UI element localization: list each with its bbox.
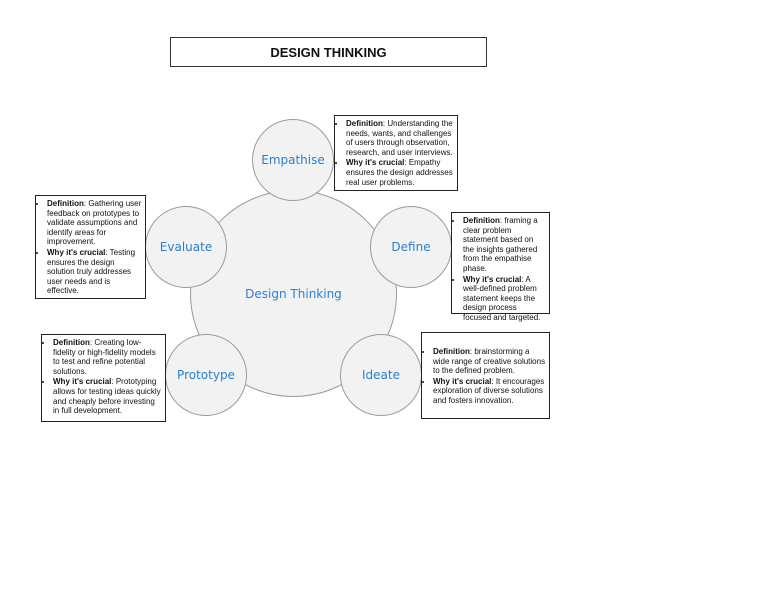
node-empathise: Empathise: [252, 119, 334, 201]
note-define-why: Why it's crucial: A well-defined problem…: [463, 275, 546, 323]
node-evaluate: Evaluate: [145, 206, 227, 288]
note-ideate-why: Why it's crucial: It encourages explorat…: [433, 377, 546, 406]
note-evaluate-why: Why it's crucial: Testing ensures the de…: [47, 248, 142, 296]
node-define-label: Define: [391, 240, 431, 254]
note-ideate: Definition: brainstorming a wide range o…: [421, 332, 550, 419]
note-define-definition: Definition: framing a clear problem stat…: [463, 216, 546, 274]
note-prototype-why: Why it's crucial: Prototyping allows for…: [53, 377, 162, 415]
note-empathise: Definition: Understanding the needs, wan…: [334, 115, 458, 191]
note-empathise-definition: Definition: Understanding the needs, wan…: [346, 119, 454, 157]
note-evaluate-definition: Definition: Gathering user feedback on p…: [47, 199, 142, 247]
node-prototype: Prototype: [165, 334, 247, 416]
note-prototype-definition: Definition: Creating low-fidelity or hig…: [53, 338, 162, 376]
node-evaluate-label: Evaluate: [159, 240, 213, 254]
node-prototype-label: Prototype: [177, 368, 235, 382]
note-prototype: Definition: Creating low-fidelity or hig…: [41, 334, 166, 422]
note-empathise-why: Why it's crucial: Empathy ensures the de…: [346, 158, 454, 187]
node-ideate: Ideate: [340, 334, 422, 416]
node-empathise-label: Empathise: [261, 153, 325, 167]
note-define: Definition: framing a clear problem stat…: [451, 212, 550, 322]
center-label: Design Thinking: [245, 286, 342, 301]
note-evaluate: Definition: Gathering user feedback on p…: [35, 195, 146, 299]
note-ideate-definition: Definition: brainstorming a wide range o…: [433, 347, 546, 376]
diagram-title: DESIGN THINKING: [170, 37, 487, 67]
node-ideate-label: Ideate: [362, 368, 400, 382]
node-define: Define: [370, 206, 452, 288]
